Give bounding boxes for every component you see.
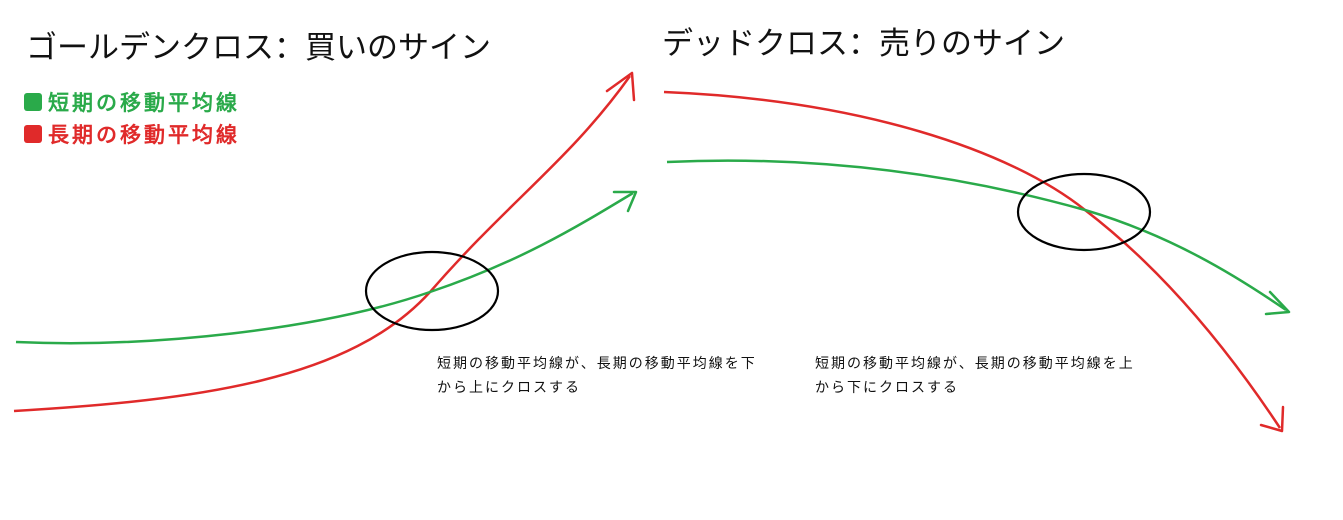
legend-label-long-term: 長期の移動平均線 bbox=[48, 123, 240, 147]
legend-swatch-long-term bbox=[24, 125, 42, 143]
legend-swatch-short-term bbox=[24, 93, 42, 111]
golden-cross-title: ゴールデンクロス：買いのサイン bbox=[26, 30, 491, 66]
dead-cross-short-term-line bbox=[666, 159, 1287, 312]
legend: 短期の移動平均線 長期の移動平均線 bbox=[24, 86, 240, 150]
legend-label-short-term: 短期の移動平均線 bbox=[48, 91, 240, 115]
dead-cross-highlight-circle bbox=[1016, 172, 1152, 252]
golden-cross-short-term-line bbox=[15, 191, 634, 345]
dead-cross-short-term-arrowhead bbox=[1264, 290, 1291, 316]
golden-cross-short-term-arrowhead bbox=[612, 190, 638, 213]
golden-cross-highlight-circle bbox=[364, 250, 500, 332]
dead-cross-title: デッドクロス：売りのサイン bbox=[662, 26, 1065, 62]
golden-cross-long-term-line bbox=[13, 75, 632, 413]
golden-cross-long-term-arrowhead bbox=[605, 71, 636, 102]
legend-item-long-term: 長期の移動平均線 bbox=[24, 118, 240, 150]
golden-cross-description: 短期の移動平均線が、長期の移動平均線を下から上にクロスする bbox=[437, 356, 757, 396]
legend-item-short-term: 短期の移動平均線 bbox=[24, 86, 240, 118]
dead-cross-long-term-line bbox=[663, 90, 1282, 429]
dead-cross-description: 短期の移動平均線が、長期の移動平均線を上から下にクロスする bbox=[815, 356, 1135, 396]
dead-cross-long-term-arrowhead bbox=[1259, 405, 1285, 433]
